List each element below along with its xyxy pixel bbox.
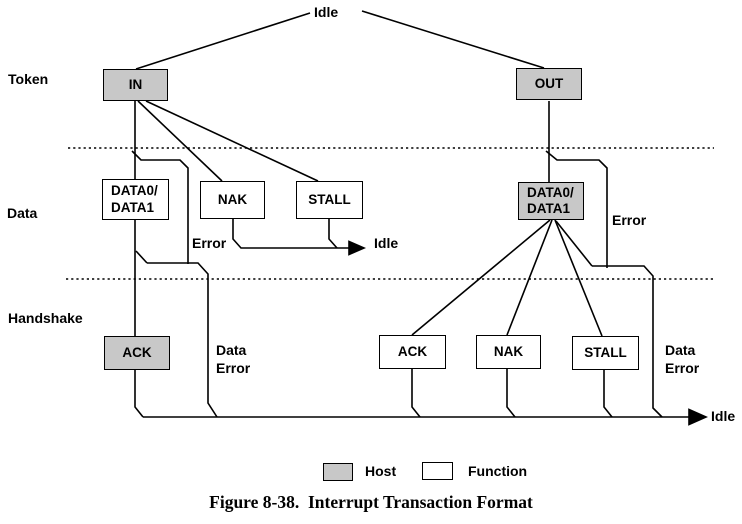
node-stall-right: STALL <box>572 336 639 370</box>
node-in-token: IN <box>103 69 168 101</box>
node-data01-left: DATA0/ DATA1 <box>102 179 169 220</box>
figure-caption: Figure 8-38. Interrupt Transaction Forma… <box>209 492 533 512</box>
row-label-token: Token <box>8 71 49 87</box>
legend-function-swatch <box>422 462 453 480</box>
node-data01-right: DATA0/ DATA1 <box>518 182 584 220</box>
idle-label-middle: Idle <box>374 235 399 251</box>
data-error-label-left: Data Error <box>216 342 251 376</box>
node-out-token: OUT <box>516 68 582 100</box>
bottom-idle-line <box>143 408 708 426</box>
node-ack-right: ACK <box>379 335 446 369</box>
legend-function-label: Function <box>468 463 528 479</box>
bottom-idle-arrowhead <box>688 408 708 426</box>
phase-separator-dotted-lines <box>66 147 716 280</box>
node-nak-right: NAK <box>476 335 541 369</box>
legend-host-label: Host <box>365 463 397 479</box>
idle-label-top: Idle <box>314 4 339 20</box>
row-label-data: Data <box>7 205 38 221</box>
mid-idle-arrowhead <box>348 240 367 256</box>
node-ack-left: ACK <box>104 336 170 370</box>
node-nak-left: NAK <box>200 181 265 219</box>
error-label-right: Error <box>612 212 647 228</box>
out-transaction-lines <box>411 101 663 418</box>
idle-apex-lines <box>135 10 545 70</box>
in-transaction-lines <box>131 100 367 418</box>
idle-label-bottom: Idle <box>711 408 736 424</box>
node-stall-left: STALL <box>296 181 363 219</box>
row-label-handshake: Handshake <box>8 310 83 326</box>
legend-host-swatch <box>323 463 353 481</box>
error-label-left: Error <box>192 235 227 251</box>
data-error-label-right: Data Error <box>665 342 700 376</box>
